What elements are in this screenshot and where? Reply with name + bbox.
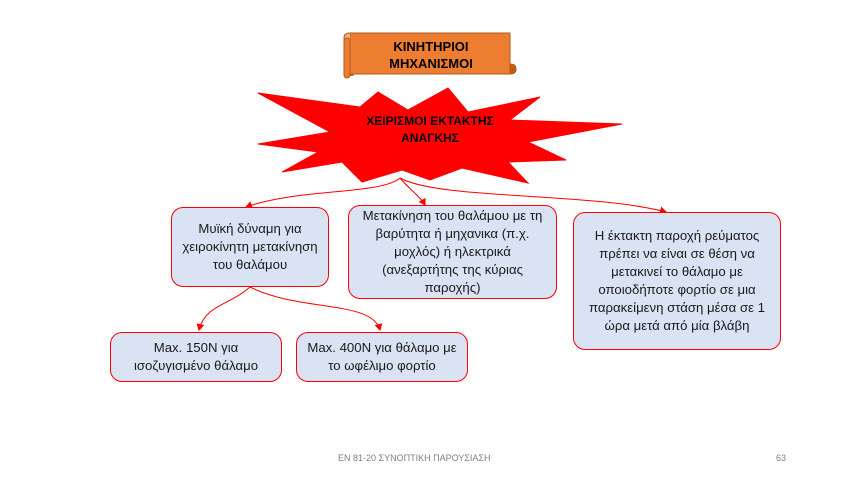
footer-text: ΕΝ 81-20 ΣΥΝΟΠΤΙΚΗ ΠΑΡΟΥΣΙΑΣΗ [338, 453, 491, 463]
box-max-150n: Max. 150N για ισοζυγισμένο θάλαμο [110, 332, 282, 382]
explosion-burst [257, 87, 623, 184]
burst-title: ΧΕΙΡΙΣΜΟΙ ΕΚΤΑΚΤΗΣ ΑΝΑΓΚΗΣ [366, 114, 494, 145]
box-max-400n: Max. 400N για θάλαμο με το ωφέλιμο φορτί… [296, 332, 468, 382]
box-emergency-power: Η έκτακτη παροχή ρεύματος πρέπει να είνα… [573, 212, 781, 350]
page-number: 63 [776, 453, 787, 463]
connector-muscle-max150 [196, 286, 251, 331]
scroll-banner [343, 32, 517, 79]
connector-burst-power [399, 177, 667, 215]
box-gravity-movement: Μετακίνηση του θαλάμου με τη βαρύτητα ή … [348, 205, 557, 299]
connector-burst-gravity [399, 177, 426, 206]
connector-burst-muscle [245, 177, 401, 209]
scroll-title: ΚΙΝΗΤΗΡΙΟΙ ΜΗΧΑΝΙΣΜΟΙ [389, 39, 473, 71]
connector-muscle-max400 [249, 286, 383, 331]
box-muscle-force: Μυϊκή δύναμη για χειροκίνητη μετακίνηση … [171, 207, 329, 287]
